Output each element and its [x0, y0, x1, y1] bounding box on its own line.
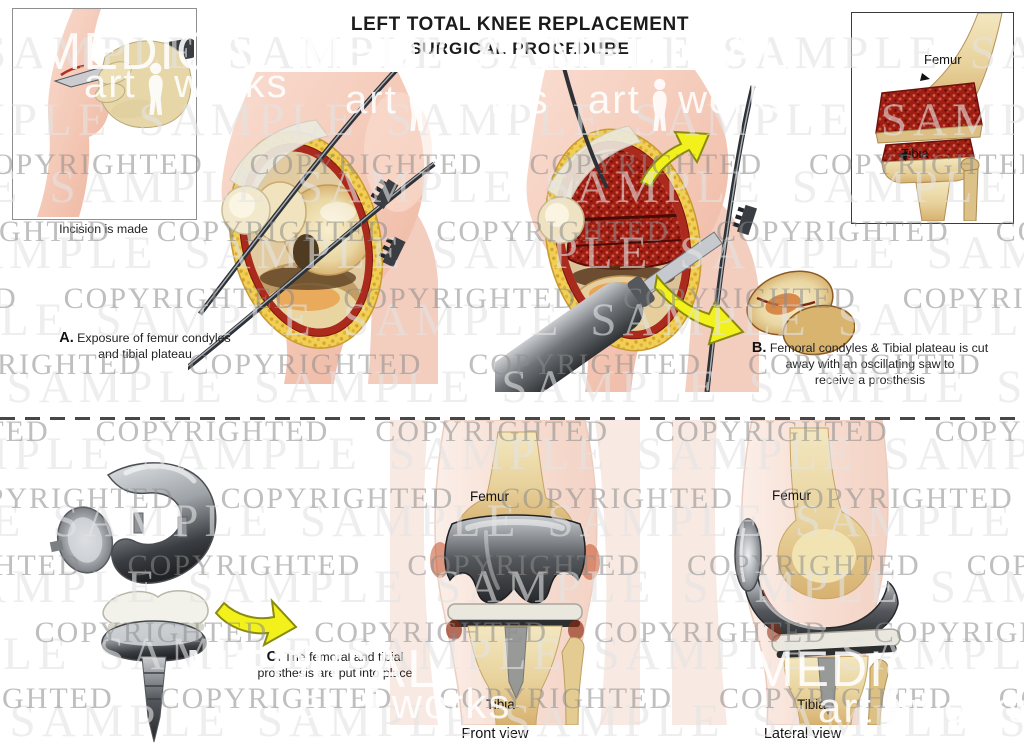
person-silhouette-icon	[365, 680, 380, 736]
copyright-watermark-row: COPYRIGHTEDCOPYRIGHTEDCOPYRIGHTEDCOPYRIG…	[0, 415, 1024, 449]
step-c-label: C.	[266, 649, 282, 665]
prosthesis-components-illustration	[49, 462, 298, 743]
inset-femur-label: Femur	[924, 52, 962, 67]
lateral-femur-label: Femur	[772, 488, 812, 503]
sample-watermark-row: SAMPLESAMPLESAMPLESAMPLESAMPLESAMPLESAMP…	[0, 427, 1024, 480]
section-divider	[0, 417, 1024, 420]
title-line1: LEFT TOTAL KNEE REPLACEMENT	[350, 14, 690, 35]
title-line2: SURGICAL PROCEDURE	[410, 39, 630, 58]
copyright-watermark-row: COPYRIGHTEDCOPYRIGHTEDCOPYRIGHTEDCOPYRIG…	[0, 281, 1024, 315]
sample-watermark-row: SAMPLESAMPLESAMPLESAMPLESAMPLESAMPLESAMP…	[0, 561, 1024, 614]
inset-tibia-label: Tibia	[901, 146, 929, 161]
step-a-label: A.	[59, 330, 74, 346]
person-silhouette-icon	[652, 78, 667, 131]
person-silhouette-icon	[885, 684, 900, 740]
front-view-caption: Front view	[461, 726, 529, 742]
page-title: LEFT TOTAL KNEE REPLACEMENT SURGICAL PRO…	[250, 14, 790, 59]
lateral-tibia-label: Tibia	[797, 697, 826, 712]
step-a-caption: A. Exposure of femur condyles and tibial…	[59, 330, 231, 361]
incision-caption: Incision is made	[59, 222, 148, 236]
front-tibia-label: Tibia	[486, 697, 515, 712]
step-b-label: B.	[751, 340, 767, 356]
bones-inset-box	[851, 12, 1014, 224]
sample-watermark-row: SAMPLESAMPLESAMPLESAMPLESAMPLESAMPLESAMP…	[0, 628, 1024, 681]
step-b-caption: B. Femoral condyles & Tibial plateau is …	[751, 340, 989, 387]
medical-artworks-logo-watermark: MEDICAL	[752, 641, 989, 697]
step-c-caption: C. The femoral and tibial prosthesis are…	[257, 649, 413, 680]
copyright-watermark-row: COPYRIGHTEDCOPYRIGHTEDCOPYRIGHTEDCOPYRIG…	[0, 482, 1014, 515]
lateral-view-illustration	[672, 420, 901, 725]
person-silhouette-icon	[409, 78, 424, 131]
copyright-watermark-row: COPYRIGHTEDCOPYRIGHTEDCOPYRIGHTEDCOPYRIG…	[0, 548, 1024, 582]
incision-inset-box	[12, 8, 197, 220]
sample-watermark-row: SAMPLESAMPLESAMPLESAMPLESAMPLESAMPLESAMP…	[0, 494, 1017, 547]
lateral-view-caption: Lateral view	[763, 726, 842, 742]
front-femur-label: Femur	[470, 489, 510, 504]
